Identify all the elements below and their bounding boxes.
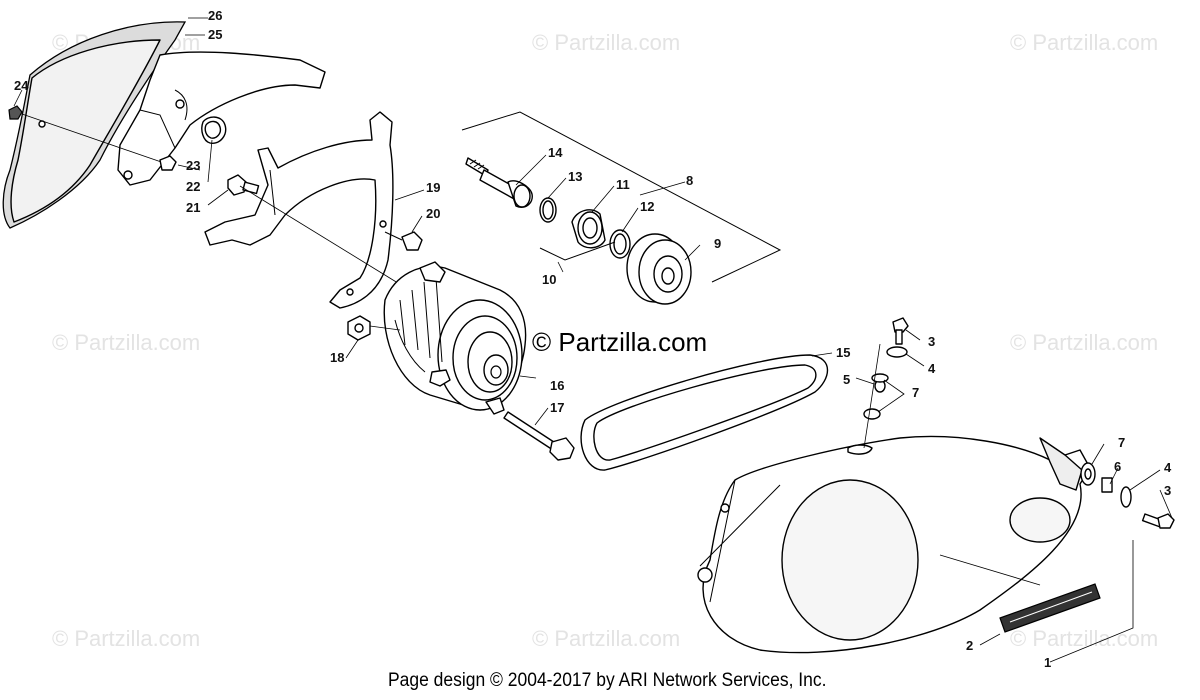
callout-22: 22 [186, 179, 200, 194]
watermark: © Partzilla.com [532, 626, 681, 651]
nut-18 [347, 315, 401, 341]
callout-21: 21 [186, 200, 200, 215]
callout-26: 26 [208, 8, 222, 23]
callout-24: 24 [14, 78, 29, 93]
leader-line [863, 343, 881, 449]
callout-25: 25 [208, 27, 222, 42]
center-watermark: © Partzilla.com [532, 327, 708, 357]
callout-16: 16 [550, 378, 564, 393]
callout-17: 17 [550, 400, 564, 415]
callout-1: 1 [1044, 655, 1051, 670]
washer-4b [1120, 486, 1132, 508]
callout-lines [13, 17, 1173, 663]
footer-copyright: Page design © 2004-2017 by ARI Network S… [388, 670, 827, 691]
bolt-17 [503, 411, 575, 461]
alternator-16 [383, 261, 527, 415]
bolt-20 [384, 231, 423, 251]
callout-23: 23 [186, 158, 200, 173]
pulley-9 [626, 233, 692, 305]
shaft-14 [465, 157, 533, 208]
ring-inner [613, 233, 627, 255]
callout-19: 19 [426, 180, 440, 195]
bolt-3a [892, 317, 909, 345]
watermark: © Partzilla.com [532, 30, 681, 55]
clamp-22 [201, 116, 227, 144]
washer-4a [886, 346, 908, 358]
bolt-3b [1141, 513, 1175, 529]
oring-inner [542, 200, 554, 220]
callout-3a: 3 [928, 334, 935, 349]
watermark: © Partzilla.com [1010, 30, 1159, 55]
shield-26 [2, 21, 187, 229]
callout-12: 12 [640, 199, 654, 214]
callout-9: 9 [714, 236, 721, 251]
callout-13: 13 [568, 169, 582, 184]
belt-15 [580, 354, 829, 471]
callout-5: 5 [843, 372, 850, 387]
callout-7b: 7 [1118, 435, 1125, 450]
watermark: © Partzilla.com [1010, 626, 1159, 651]
callout-4a: 4 [928, 361, 936, 376]
callout-18: 18 [330, 350, 344, 365]
watermark: © Partzilla.com [52, 626, 201, 651]
callout-2: 2 [966, 638, 973, 653]
nut-23 [159, 155, 177, 171]
callout-3b: 3 [1164, 483, 1171, 498]
callout-8: 8 [686, 173, 693, 188]
bracket-25 [117, 51, 326, 186]
bolt-24 [8, 105, 23, 120]
callout-11: 11 [616, 177, 630, 192]
callout-15: 15 [836, 345, 850, 360]
grommet-7b [1080, 462, 1096, 486]
bracket-19 [204, 111, 394, 309]
cover-1 [697, 435, 1101, 654]
spacer-6 [1101, 477, 1113, 493]
bolt-21 [227, 174, 260, 196]
bracket-line-10 [539, 241, 616, 261]
watermark: © Partzilla.com [1010, 330, 1159, 355]
callout-7a: 7 [912, 385, 919, 400]
callout-10: 10 [542, 272, 556, 287]
callout-4b: 4 [1164, 460, 1172, 475]
watermark: © Partzilla.com [52, 330, 201, 355]
group-8-outline [461, 111, 782, 283]
callout-20: 20 [426, 206, 440, 221]
callout-6: 6 [1114, 459, 1121, 474]
callout-14: 14 [548, 145, 563, 160]
bearing-11 [571, 209, 606, 249]
washer-7a-lower [863, 408, 881, 420]
leader-line [21, 113, 171, 166]
